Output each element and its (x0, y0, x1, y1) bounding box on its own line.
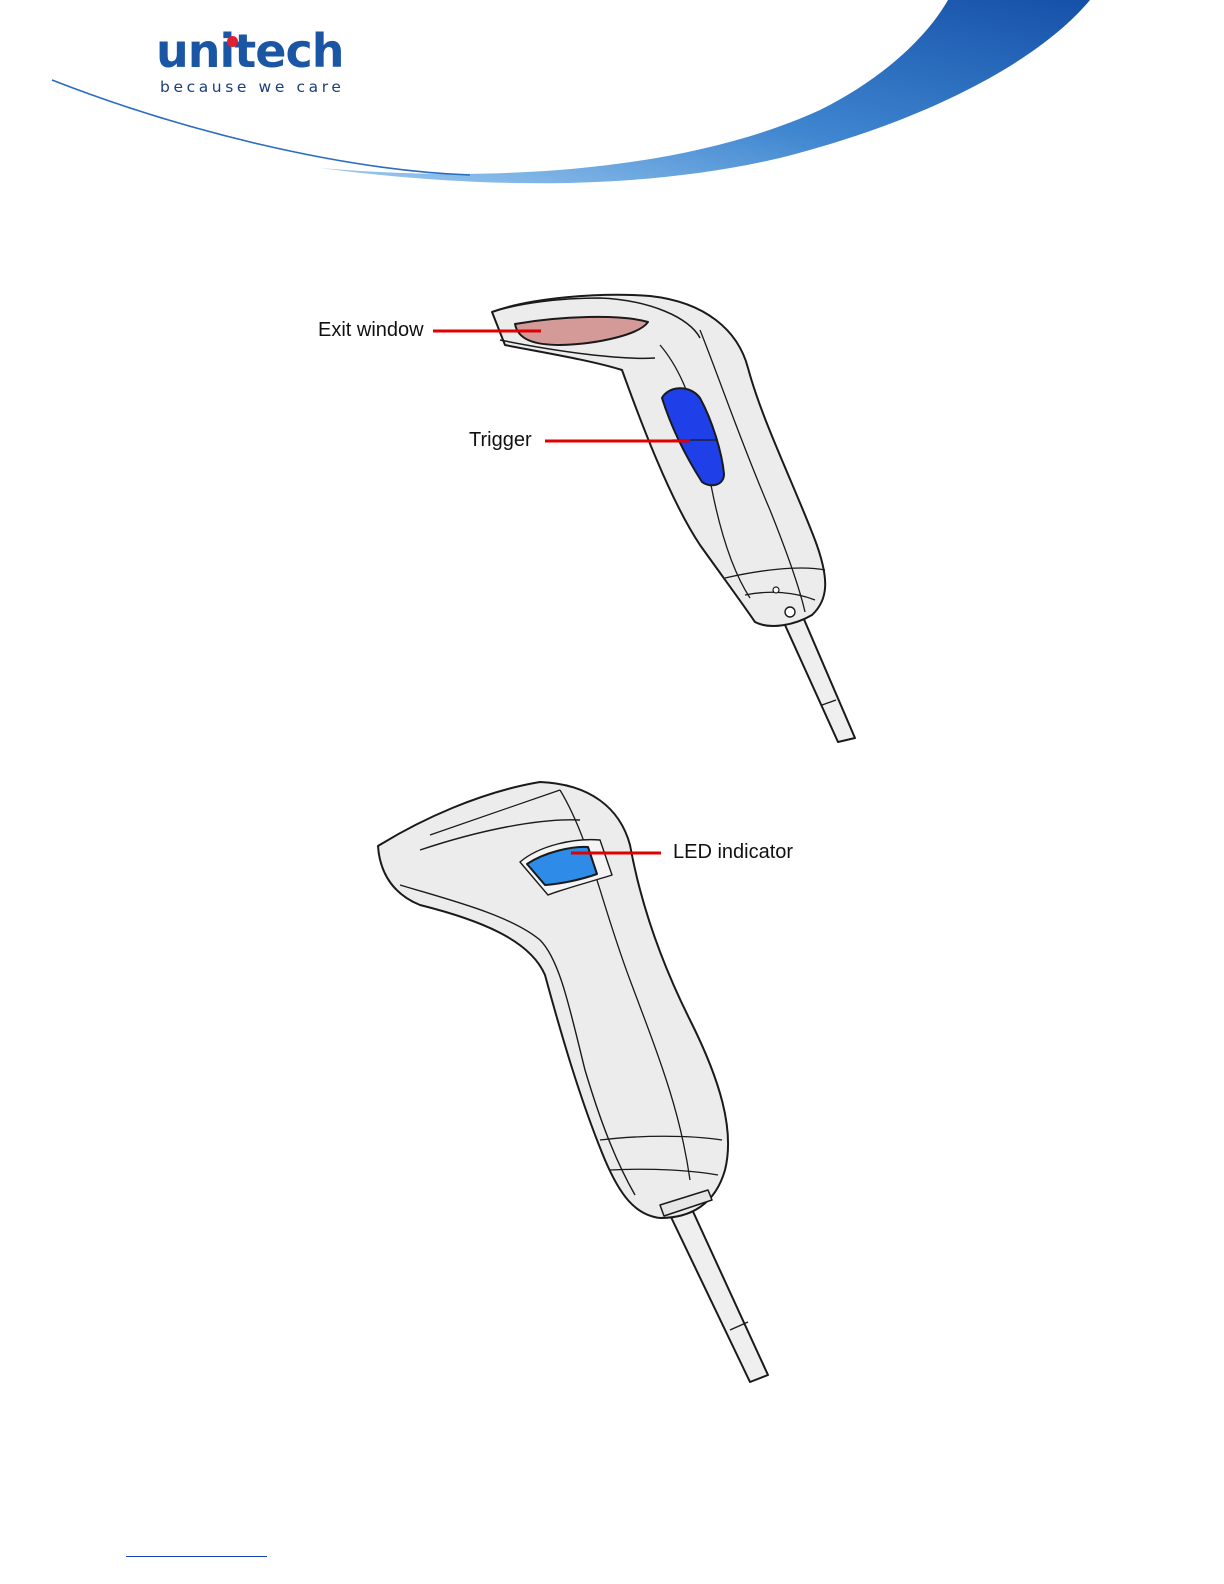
scanner-side-view (492, 295, 855, 742)
scanner-top-view (378, 782, 768, 1382)
trigger-label: Trigger (469, 429, 532, 452)
exit-window-label: Exit window (318, 319, 424, 342)
footer-link[interactable] (126, 1556, 267, 1557)
led-indicator-label: LED indicator (673, 841, 793, 864)
